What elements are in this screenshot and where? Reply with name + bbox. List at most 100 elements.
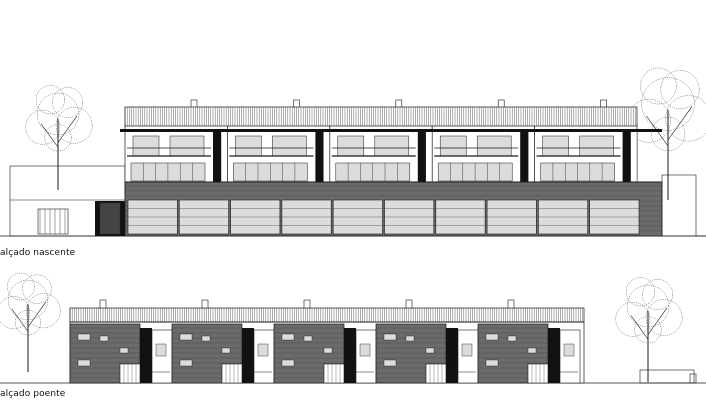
tree-branch <box>27 301 47 328</box>
unit-dark-pier <box>622 131 631 182</box>
tree-foliage <box>625 277 655 307</box>
tree-foliage <box>645 299 683 336</box>
east-housing-unit <box>534 99 638 183</box>
tree-foliage <box>0 296 31 330</box>
unit-entry-door <box>119 363 141 384</box>
unit-window-upper <box>542 135 569 157</box>
tree-left <box>25 85 93 190</box>
unit-pier-gap <box>323 130 330 183</box>
unit-window <box>99 335 109 342</box>
tree-foliage <box>44 124 72 152</box>
tree-foliage <box>615 301 651 337</box>
tree-foliage <box>665 95 706 142</box>
unit-entry-door <box>323 363 345 384</box>
west-housing-unit <box>477 299 581 384</box>
unit-entry-window <box>257 343 269 357</box>
neighbour-door-panel <box>99 202 121 235</box>
unit-entry-volume <box>151 329 173 384</box>
tree-foliage <box>55 107 93 144</box>
unit-window-upper <box>439 135 467 157</box>
unit-dark-recess <box>140 328 152 383</box>
unit-window <box>281 359 295 367</box>
unit-window <box>405 335 415 342</box>
unit-dark-recess <box>548 328 560 383</box>
neighbour-building-right <box>661 174 697 237</box>
neighbour-window <box>37 208 69 235</box>
unit-chimney <box>507 299 515 309</box>
tree-right <box>626 67 706 200</box>
tree-foliage <box>7 272 35 301</box>
roof-band <box>124 106 638 127</box>
tree-branch <box>667 106 693 141</box>
unit-window-upper <box>337 135 365 157</box>
unit-window-upper <box>374 135 410 157</box>
unit-window <box>507 335 517 342</box>
tree-foliage <box>641 77 695 131</box>
unit-entry-volume <box>559 329 581 384</box>
unit-window <box>485 333 499 341</box>
unit-window-upper <box>272 135 307 157</box>
tree-foliage <box>25 293 61 329</box>
unit-window <box>527 347 537 354</box>
tree-foliage <box>52 87 83 119</box>
roof-hatching <box>69 308 583 322</box>
east-elevation <box>0 67 706 237</box>
tree-branch <box>57 115 78 143</box>
unit-entry-volume <box>253 329 275 384</box>
unit-window <box>323 347 333 354</box>
tree-foliage <box>634 316 662 344</box>
tree-foliage <box>642 279 673 311</box>
unit-pier-gap <box>220 130 228 183</box>
unit-pier-gap <box>528 130 535 183</box>
unit-window <box>201 335 211 342</box>
unit-window-upper <box>235 135 262 157</box>
unit-chimney <box>405 299 413 309</box>
unit-window <box>281 333 295 341</box>
garden-wall-pier <box>689 373 697 384</box>
unit-entry-door <box>425 363 447 384</box>
tree-foliage <box>626 284 670 328</box>
unit-window-upper <box>169 135 205 157</box>
unit-window-upper <box>476 135 512 157</box>
unit-entry-volume <box>457 329 479 384</box>
tree-left <box>0 272 61 372</box>
unit-window <box>77 359 91 367</box>
unit-dark-recess <box>242 328 254 383</box>
unit-dark-pier <box>213 131 221 182</box>
unit-dark-pier <box>417 131 426 182</box>
unit-window <box>119 347 129 354</box>
unit-dark-recess <box>446 328 458 383</box>
tree-branch <box>40 123 59 148</box>
tree-foliage <box>22 274 52 304</box>
tree-foliage <box>15 309 41 336</box>
garden-wall-right <box>639 369 695 384</box>
tree-foliage <box>626 98 671 143</box>
west-housing-unit <box>375 299 479 384</box>
west-housing-unit <box>69 299 173 384</box>
unit-entry-window <box>155 343 167 357</box>
unit-chimney <box>99 299 107 309</box>
unit-entry-window <box>359 343 371 357</box>
unit-entry-window <box>461 343 473 357</box>
tree-foliage <box>35 85 65 115</box>
unit-dark-pier <box>520 131 529 182</box>
unit-chimney <box>201 299 209 309</box>
unit-entry-door <box>221 363 243 384</box>
east-housing-unit <box>431 99 535 183</box>
tree-foliage <box>640 67 677 105</box>
unit-entry-volume <box>355 329 377 384</box>
unit-window <box>383 359 397 367</box>
unit-window <box>303 335 313 342</box>
unit-window <box>485 359 499 367</box>
tree-branch <box>630 315 649 340</box>
unit-window <box>179 333 193 341</box>
roof-hatching <box>124 107 636 126</box>
unit-window <box>425 347 435 354</box>
east-housing-unit <box>329 99 433 183</box>
roof-dark-strip <box>120 129 662 132</box>
unit-window-upper <box>579 135 614 157</box>
tree-right <box>615 277 683 382</box>
unit-pier-gap <box>425 130 433 183</box>
tree-foliage <box>660 70 700 110</box>
